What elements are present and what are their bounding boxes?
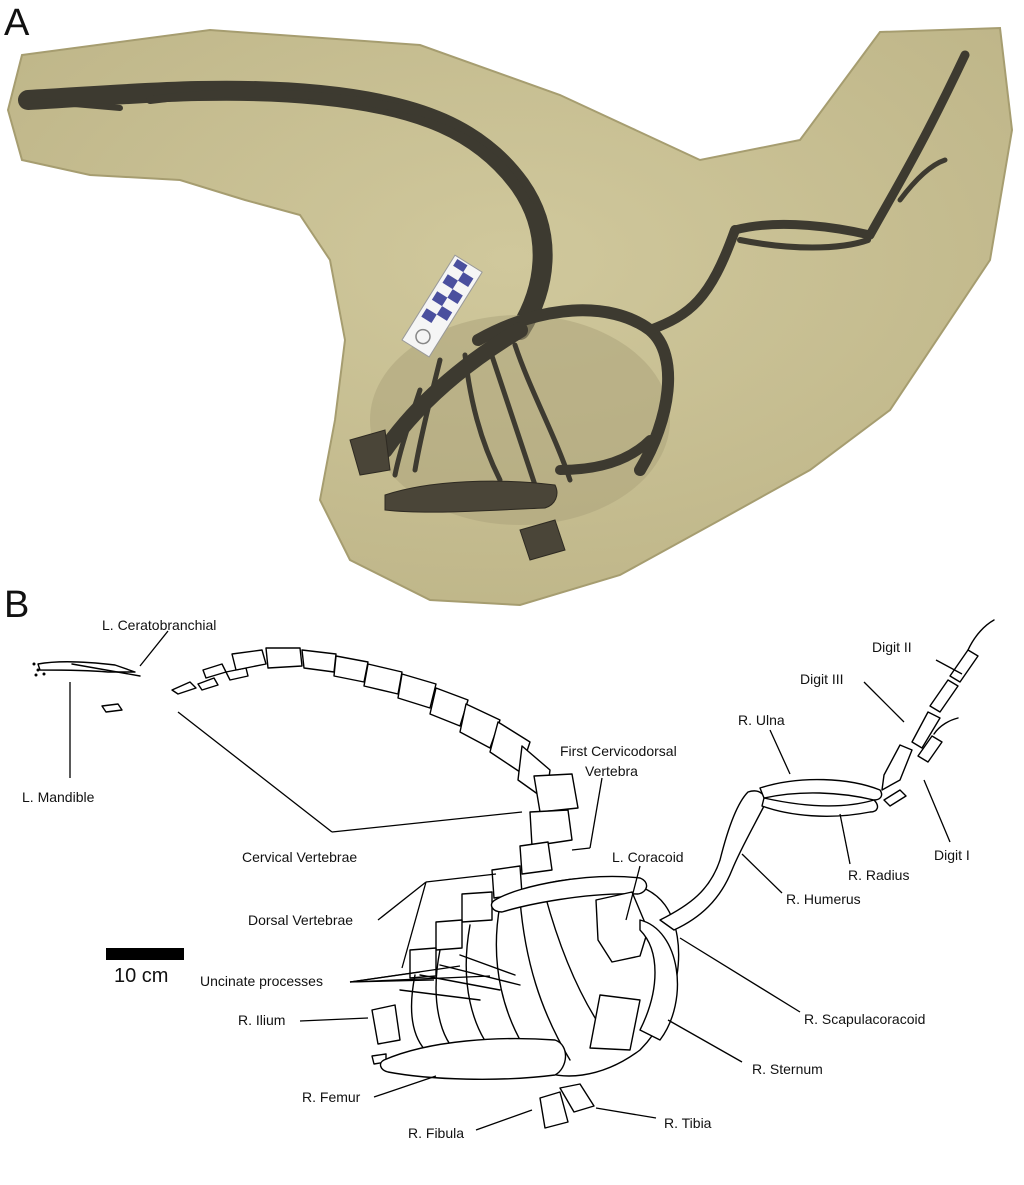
fossil-skull xyxy=(25,97,123,111)
fossil-photograph xyxy=(6,26,1014,607)
label-l-ceratobranchial: L. Ceratobranchial xyxy=(102,617,216,633)
fossil-sternum xyxy=(555,435,655,475)
label-digit-i: Digit I xyxy=(934,847,970,863)
drawing-r-sternum xyxy=(639,919,679,1041)
drawing-r-tibia xyxy=(559,1083,595,1113)
label-r-sternum: R. Sternum xyxy=(752,1061,823,1077)
fossil-ribs xyxy=(392,342,573,488)
fossil-digit xyxy=(897,157,948,203)
drawing-dorsal-vertebrae xyxy=(409,841,553,979)
label-l-coracoid: L. Coracoid xyxy=(612,849,684,865)
label-r-ulna: R. Ulna xyxy=(738,712,785,728)
fossil-neck-detail xyxy=(146,89,539,204)
scale-bar-label: 10 cm xyxy=(114,965,168,987)
drawing-r-femur xyxy=(379,1037,567,1080)
fossil-tibia xyxy=(519,519,566,561)
drawing-l-coracoid xyxy=(595,891,649,963)
label-digit-ii: Digit II xyxy=(872,639,912,655)
drawing-r-fibula xyxy=(539,1091,569,1129)
label-r-tibia: R. Tibia xyxy=(664,1115,712,1131)
drawing-r-ilium xyxy=(371,1004,401,1045)
drawing-skull-fragment xyxy=(101,703,123,713)
label-r-fibula: R. Fibula xyxy=(408,1125,464,1141)
panel-a-letter: A xyxy=(4,2,30,44)
label-first-cervicodorsal-2: Vertebra xyxy=(585,763,638,779)
drawing-sternum-plate xyxy=(589,994,641,1051)
label-r-ilium: R. Ilium xyxy=(238,1012,285,1028)
photo-scale-card xyxy=(401,254,483,358)
fossil-ribcage xyxy=(370,315,670,525)
fossil-radius-ulna xyxy=(730,219,875,240)
fossil-hand xyxy=(865,50,970,240)
panel-b-letter: B xyxy=(4,584,30,626)
drawing-r-radius xyxy=(761,797,879,817)
fossil-vertebral-column xyxy=(377,322,528,458)
fossil-radius-ulna-2 xyxy=(737,237,871,251)
drawing-r-ulna xyxy=(759,778,883,801)
label-uncinate-processes: Uncinate processes xyxy=(200,973,323,989)
label-r-radius: R. Radius xyxy=(848,867,909,883)
leader-lines xyxy=(69,630,963,1131)
label-dorsal-vertebrae: Dorsal Vertebrae xyxy=(248,912,353,928)
drawing-cervical-vertebrae xyxy=(171,647,579,847)
fossil-ilium xyxy=(349,429,391,476)
label-cervical-vertebrae: Cervical Vertebrae xyxy=(242,849,357,865)
scale-bar xyxy=(106,948,184,960)
label-r-scapulacoracoid: R. Scapulacoracoid xyxy=(804,1011,925,1027)
drawing-l-ceratobranchial xyxy=(71,663,141,677)
label-l-mandible: L. Mandible xyxy=(22,789,95,805)
interpretive-drawing: 10 cm xyxy=(22,617,995,1141)
label-r-humerus: R. Humerus xyxy=(786,891,861,907)
fossil-femur xyxy=(384,480,558,513)
label-r-femur: R. Femur xyxy=(302,1089,361,1105)
label-first-cervicodorsal: First Cervicodorsal xyxy=(560,743,677,759)
fossil-humerus xyxy=(645,225,740,335)
drawing-uncinate-processes xyxy=(399,954,521,1001)
drawing-digits xyxy=(881,619,995,807)
drawing-r-scapulacoracoid xyxy=(490,875,648,913)
label-digit-iii: Digit III xyxy=(800,671,844,687)
